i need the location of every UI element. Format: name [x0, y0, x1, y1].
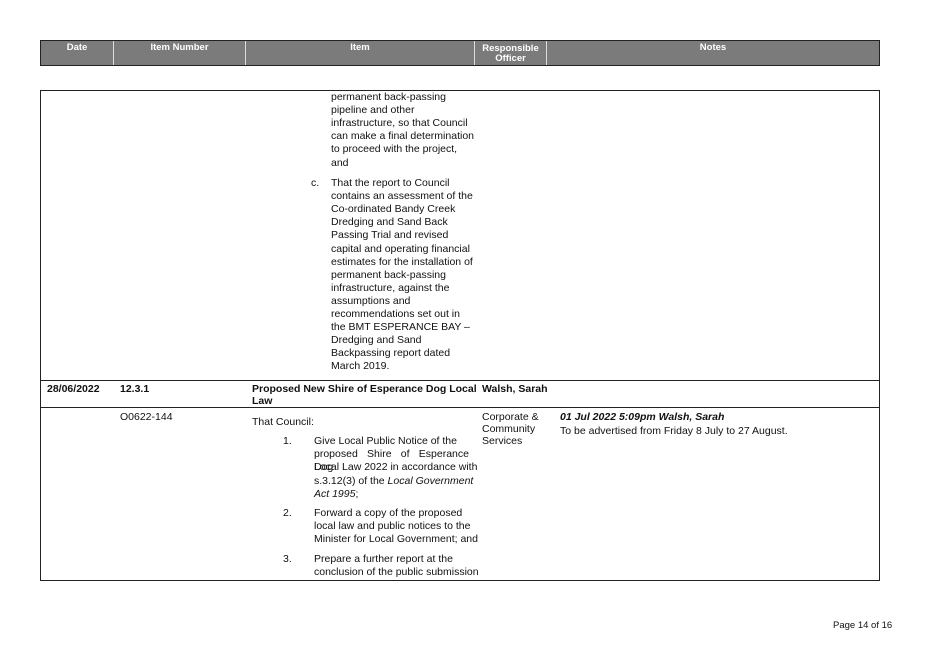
continuation-line: permanent back-passing [331, 91, 446, 103]
point-1-act-year: Act 1995 [314, 487, 356, 500]
point-1-semicolon: ; [355, 487, 359, 500]
item-c-line: Dredging and Sand Back [331, 216, 448, 229]
department-line1: Corporate & [482, 411, 539, 423]
entry-title-line1: Proposed New Shire of Esperance Dog Loca… [252, 383, 477, 395]
continuation-line: and [331, 156, 349, 169]
continuation-line: can make a final determination [331, 130, 474, 143]
entry-title-line2: Law [252, 395, 273, 407]
continuation-line: to proceed with the project, [331, 143, 458, 156]
point-1-line4: s.3.12(3) of the Local Government [314, 475, 473, 488]
header-responsible-officer-line1: Responsible [482, 43, 539, 54]
item-c-line: Co-ordinated Bandy Creek [331, 203, 456, 216]
point-2-line1: Forward a copy of the proposed [314, 507, 463, 519]
item-c-line: contains an assessment of the [331, 190, 473, 203]
point-2-line3: Minister for Local Government; and [314, 533, 478, 546]
resolution-intro: That Council: [252, 416, 314, 428]
item-c-line: Passing Trial and revised [331, 229, 449, 242]
page-number: Page 14 of 16 [833, 620, 893, 631]
item-c-line: That the report to Council [331, 177, 450, 189]
point-3-number: 3. [283, 553, 292, 565]
point-1-line4-text: s.3.12(3) of the [314, 474, 385, 487]
header-item-number: Item Number [114, 41, 246, 65]
point-1-act-name: Local Government [387, 474, 474, 487]
item-c-line: estimates for the installation of [331, 255, 473, 268]
item-c-line: permanent back-passing [331, 268, 446, 281]
row-divider [41, 380, 879, 381]
continuation-line: infrastructure, so that Council [331, 117, 468, 130]
department-line2: Community [482, 423, 536, 435]
note-heading: 01 Jul 2022 5:09pm Walsh, Sarah [560, 411, 725, 423]
point-1-line1: Give Local Public Notice of the [314, 435, 457, 447]
item-c-line: capital and operating financial [331, 242, 470, 255]
note-text: To be advertised from Friday 8 July to 2… [560, 425, 788, 437]
header-item: Item [246, 41, 475, 65]
point-3-line2: conclusion of the public submission [314, 566, 479, 579]
item-c-line: assumptions and [331, 294, 411, 307]
point-3-line1: Prepare a further report at the [314, 553, 453, 565]
point-1-number: 1. [283, 435, 292, 447]
item-c-line: Backpassing report dated [331, 347, 451, 360]
point-2-number: 2. [283, 507, 292, 519]
item-c-line: recommendations set out in [331, 308, 460, 320]
header-notes: Notes [699, 42, 727, 53]
item-c-line: March 2019. [331, 360, 390, 373]
department-line3: Services [482, 435, 523, 447]
entry-officer: Walsh, Sarah [482, 383, 548, 395]
resolution-number: O0622-144 [120, 411, 173, 423]
point-1-line2: proposed Shire of Esperance Dog [314, 448, 469, 474]
entry-item-number: 12.3.1 [120, 383, 150, 395]
continuation-line: pipeline and other [331, 104, 415, 117]
item-c-line: Dredging and Sand [331, 334, 422, 347]
point-1-line5: Act 1995; [314, 488, 358, 501]
item-c-line: infrastructure, against the [331, 281, 450, 294]
table-header: Date Item Number Item Responsible Office… [40, 40, 880, 66]
list-marker-c: c. [311, 177, 320, 189]
header-date: Date [41, 41, 114, 65]
header-responsible-officer-line2: Officer [495, 53, 526, 64]
row-divider [41, 407, 879, 408]
point-1-line3: Local Law 2022 in accordance with [314, 461, 478, 474]
entry-date: 28/06/2022 [47, 383, 100, 395]
item-c-line: the BMT ESPERANCE BAY – [331, 321, 470, 334]
header-responsible-officer: Responsible Officer [475, 41, 547, 65]
point-2-line2: local law and public notices to the [314, 520, 471, 533]
